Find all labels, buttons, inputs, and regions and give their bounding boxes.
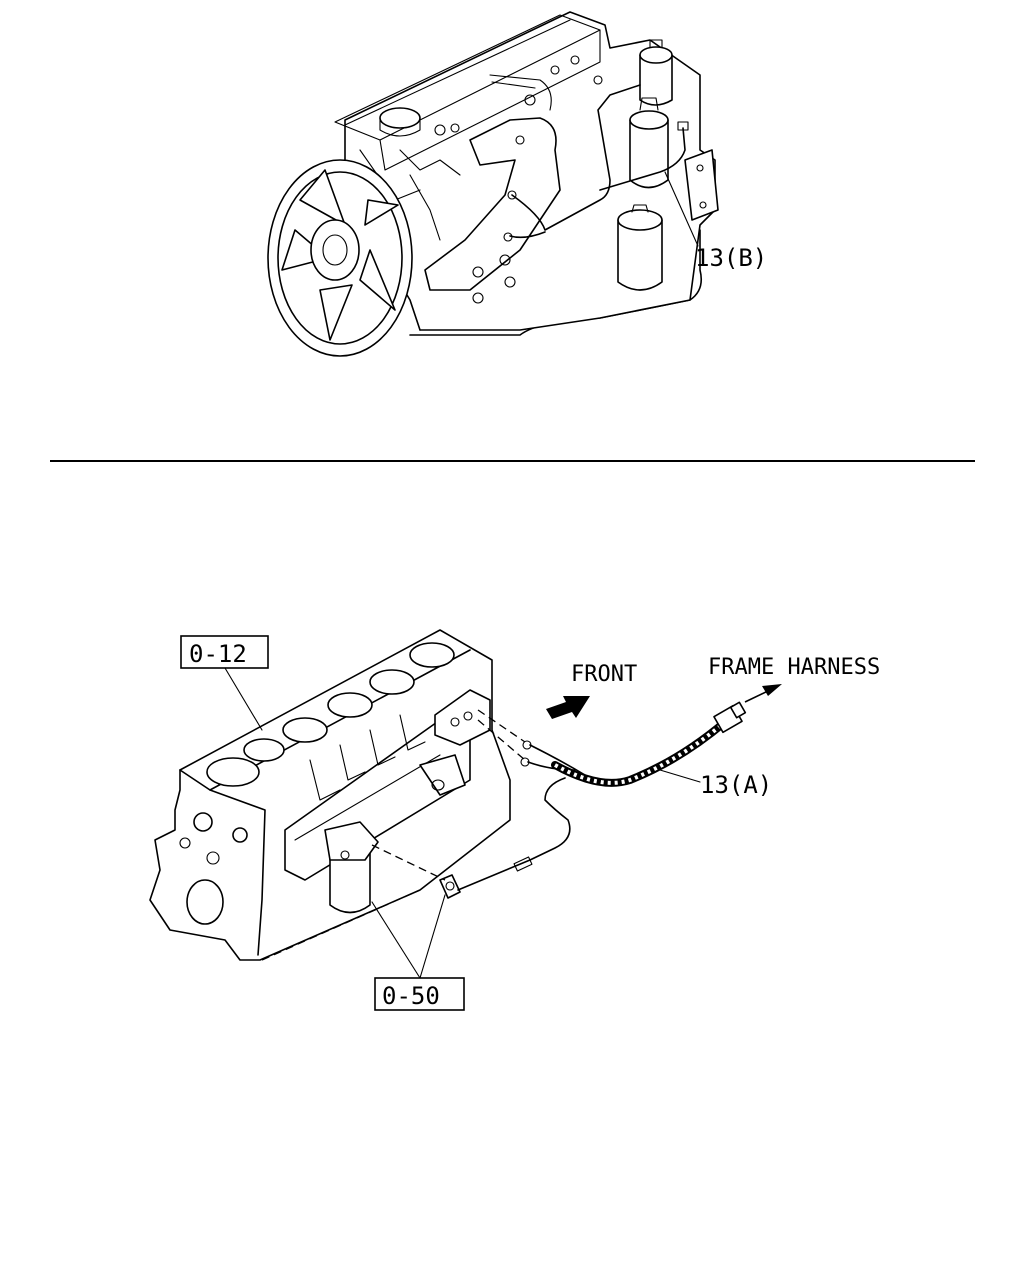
frame-harness-arrow — [744, 684, 782, 703]
front-direction-arrow — [546, 696, 590, 719]
fuel-filter-canister-bottom — [324, 821, 379, 914]
harness-b-leader — [664, 171, 699, 247]
fuel-filter-canister-top — [639, 39, 673, 106]
sensor-connector — [439, 874, 461, 899]
harness-b-label: 13(B) — [695, 244, 767, 272]
oil-filter-canister — [617, 204, 663, 291]
fuel-filter-canister-mid — [629, 97, 669, 189]
harness-b-wire — [503, 84, 689, 242]
harness-a-wire — [371, 701, 747, 891]
cylinder-bores — [206, 642, 455, 787]
harness-a-leader — [659, 769, 701, 783]
ref-block-label: 0-12 — [189, 640, 247, 668]
ref-block-callout: 0-12 — [180, 635, 269, 731]
cooling-fan — [267, 159, 413, 357]
harness-a-label: 13(A) — [700, 771, 772, 799]
frame-harness-label: FRAME HARNESS — [708, 655, 880, 680]
ref-filter-callout: 0-50 — [371, 894, 465, 1011]
cylinder-block-bottom-view — [149, 629, 511, 961]
head-bolt-icons — [434, 55, 603, 304]
front-label: FRONT — [571, 662, 637, 687]
engine-assembly-top-view — [267, 11, 719, 357]
ref-filter-label: 0-50 — [382, 982, 440, 1010]
